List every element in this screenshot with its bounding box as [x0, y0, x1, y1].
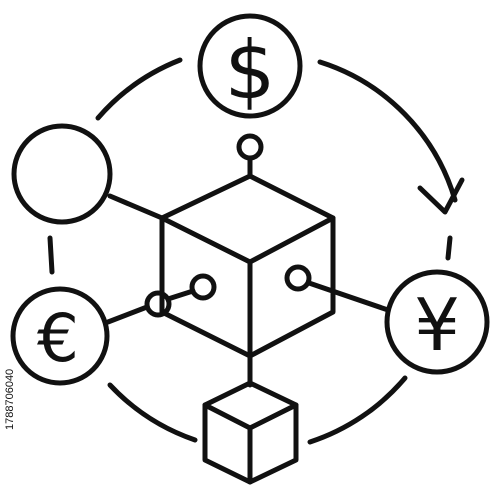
cycle-arcs	[47, 57, 465, 445]
dollar-coin-icon: $	[197, 13, 303, 119]
left-nodes-icon	[105, 273, 217, 325]
blockchain-cube-icon	[159, 173, 336, 359]
small-cube-icon	[202, 353, 299, 485]
yen-symbol: ¥	[414, 283, 460, 367]
connector-blank-coin	[107, 193, 165, 221]
cycle-arc-top-right	[317, 59, 458, 203]
cycle-arc-bottom-right	[307, 375, 408, 445]
blank-coin-icon	[11, 123, 113, 225]
watermark-id: 1788706040	[4, 369, 16, 430]
euro-coin-icon: €	[10, 286, 110, 386]
cycle-arc-top-left	[95, 57, 183, 121]
euro-symbol: €	[37, 300, 79, 377]
cycle-arc-left	[47, 235, 55, 275]
cycle-arc-right	[445, 235, 453, 261]
yen-coin-icon: ¥	[384, 269, 490, 375]
cycle-arrow-head-icon	[417, 177, 465, 215]
cycle-arc-bottom-left	[107, 382, 198, 443]
right-node-icon	[284, 264, 391, 313]
dollar-symbol: $	[225, 24, 276, 117]
top-node-icon	[236, 133, 264, 179]
